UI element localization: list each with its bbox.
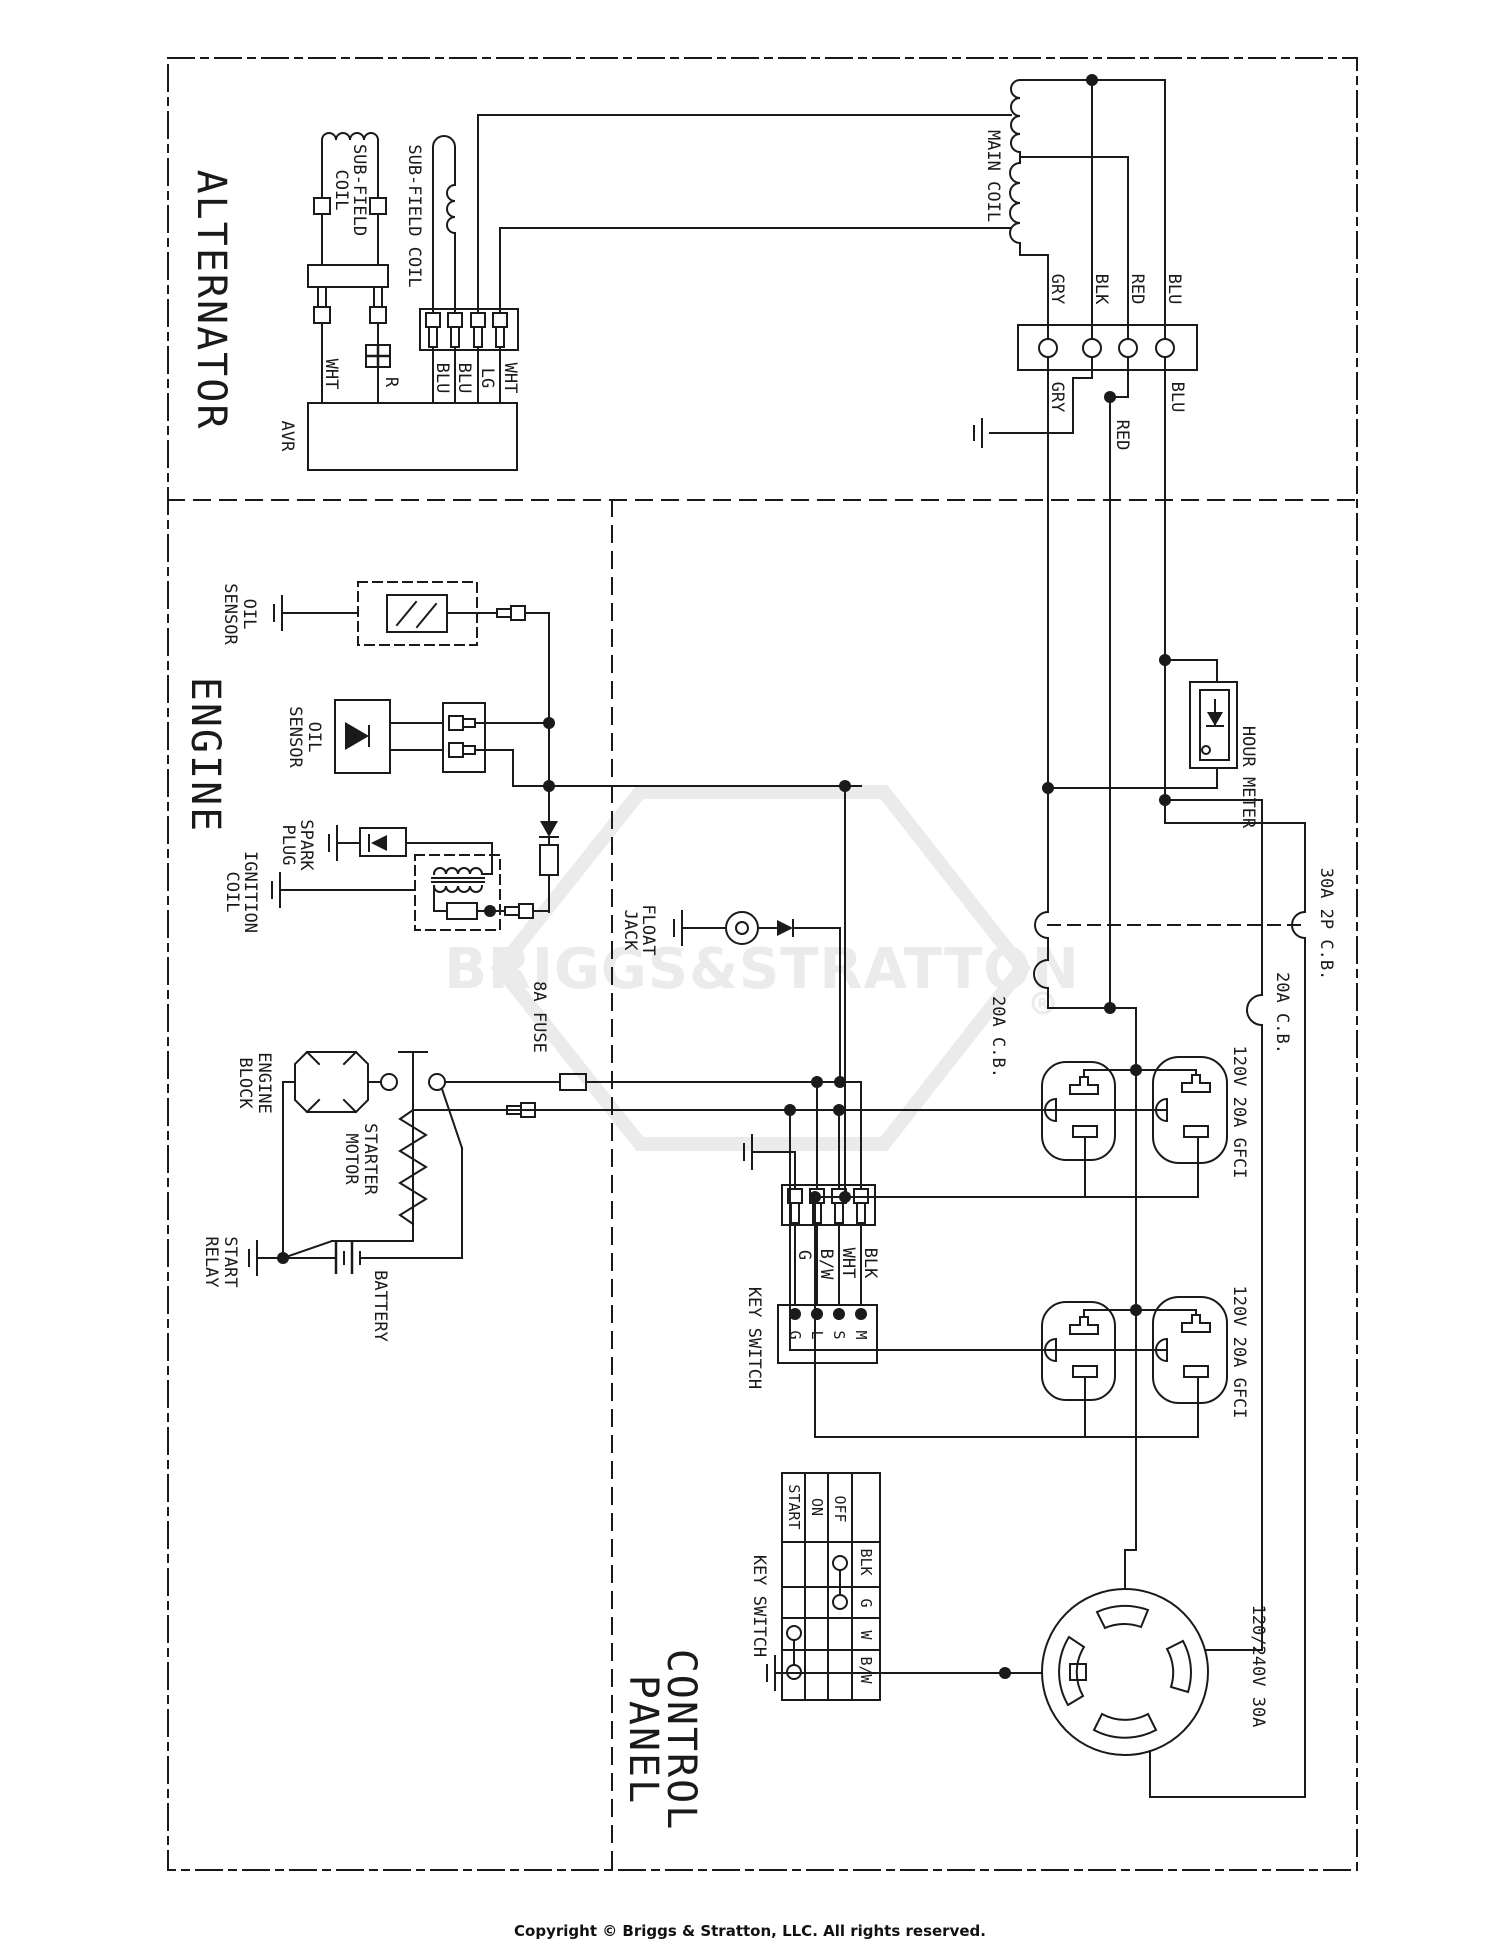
label-wire-lg: LG	[477, 368, 497, 388]
label-float-jack-a: FLOAT	[638, 904, 658, 955]
label-oil-sensor-2-b: SENSOR	[285, 706, 305, 768]
label-start-relay-a: START	[220, 1236, 240, 1287]
ignition-coil: IGNITION COIL	[222, 851, 550, 933]
label-hour-meter: HOUR METER	[1238, 726, 1258, 829]
label-oil-sensor-1-b: SENSOR	[220, 583, 240, 645]
junction-dots	[277, 74, 1171, 1679]
gfci-outlet-group-2: 120V 20A GFCI	[1041, 1285, 1249, 1438]
key-switch-table: START ON OFF BLK G W B/W KEY SWITCH	[749, 1472, 881, 1701]
label-30a-breaker: 30A 2P C.B.	[1316, 868, 1336, 981]
label-wire-blu-a: BLU	[432, 363, 452, 394]
label-gry-bottom: GRY	[1047, 382, 1067, 413]
spark-plug: SPARK PLUG	[278, 819, 493, 871]
hour-meter: HOUR METER	[1047, 659, 1258, 829]
label-terminal-g: G	[786, 1330, 804, 1339]
label-oil-sensor-1-a: OIL	[239, 599, 259, 630]
key-switch-assembly: G B/W WHT BLK G L S M KEY SWITCH	[743, 1081, 880, 1389]
label-spark-plug-a: SPARK	[296, 819, 316, 871]
label-starter-motor-b: MOTOR	[341, 1133, 361, 1185]
label-blk-top: BLK	[1091, 274, 1111, 305]
table-column-blk: BLK	[857, 1548, 875, 1575]
alternator-output-terminal-strip: GRY BLK RED BLU	[1017, 274, 1198, 371]
label-terminal-l: L	[808, 1330, 826, 1339]
section-title-control: CONTROL	[658, 1649, 704, 1832]
main-coil: MAIN COIL	[477, 78, 1166, 340]
subfield-coil-1: SUB-FIELD COIL WHT R	[307, 132, 401, 404]
twist-lock-receptacle: 120/240V 30A	[766, 1588, 1306, 1798]
label-key-wire-bw: B/W	[816, 1249, 836, 1280]
label-key-wire-blk: BLK	[860, 1248, 880, 1279]
start-relay-battery: START RELAY BATTERY	[201, 1236, 463, 1342]
copyright-text: Copyright © Briggs & Stratton, LLC. All …	[514, 1922, 986, 1940]
table-column-bw: B/W	[857, 1656, 875, 1684]
label-key-switch-1: KEY SWITCH	[744, 1287, 764, 1389]
section-title-panel: PANEL	[620, 1675, 666, 1805]
label-receptacle: 120/240V 30A	[1248, 1605, 1268, 1728]
label-red-bottom: RED	[1112, 420, 1132, 451]
label-gry-top: GRY	[1047, 274, 1067, 305]
watermark-registered-icon: R	[1037, 997, 1048, 1012]
table-position-start: START	[785, 1484, 803, 1529]
label-blu-bottom: BLU	[1167, 382, 1187, 413]
label-main-coil: MAIN COIL	[983, 130, 1003, 222]
watermark-text: BRIGGS&STRATTON	[444, 937, 1080, 1002]
section-borders	[167, 57, 1358, 1871]
label-battery: BATTERY	[370, 1270, 390, 1342]
float-jack: FLOAT JACK	[620, 904, 841, 1083]
label-subfield-coil-a-2: COIL	[331, 170, 351, 211]
label-ignition-coil-a: IGNITION	[240, 851, 260, 933]
label-20a-breaker-left: 20A C.B.	[988, 996, 1008, 1078]
label-gfci-2: 120V 20A GFCI	[1229, 1285, 1249, 1418]
oil-sensor-2: OIL SENSOR	[285, 699, 550, 787]
label-start-relay-b: RELAY	[201, 1236, 221, 1287]
label-float-jack-b: JACK	[620, 910, 640, 952]
label-terminal-s: S	[830, 1330, 848, 1339]
label-ignition-coil-b: COIL	[222, 872, 242, 913]
label-wire-wht-1: WHT	[321, 359, 341, 390]
label-8a-fuse: 8A FUSE	[529, 981, 549, 1053]
label-engine-block-a: ENGINE	[254, 1052, 274, 1113]
label-wire-blu-b: BLU	[454, 363, 474, 394]
table-position-on: ON	[808, 1498, 826, 1516]
label-oil-sensor-2-a: OIL	[304, 722, 324, 753]
panel-feed-wires	[789, 1007, 1199, 1590]
engine-block: ENGINE BLOCK	[235, 1050, 398, 1259]
label-gfci-1: 120V 20A GFCI	[1229, 1045, 1249, 1178]
circuit-breakers: 30A 2P C.B. 20A C.B. 20A C.B.	[988, 356, 1336, 1798]
table-column-g: G	[857, 1598, 875, 1607]
label-terminal-m: M	[852, 1330, 870, 1339]
label-blu-top: BLU	[1164, 274, 1184, 305]
label-subfield-coil-a-1: SUB-FIELD	[349, 144, 369, 236]
section-title-engine: ENGINE	[182, 677, 228, 834]
label-wire-wht-2: WHT	[500, 363, 520, 394]
label-engine-block-b: BLOCK	[235, 1057, 255, 1109]
label-starter-motor-a: STARTER	[360, 1123, 380, 1195]
table-column-w: W	[857, 1630, 875, 1640]
gfci-outlet-group-1: 120V 20A GFCI	[1041, 1045, 1249, 1198]
label-red-top: RED	[1127, 274, 1147, 305]
label-key-wire-wht: WHT	[838, 1248, 858, 1279]
label-subfield-coil-b: SUB-FIELD COIL	[404, 144, 424, 287]
avr-box: AVR	[277, 402, 518, 471]
label-wire-r: R	[381, 377, 401, 388]
label-avr: AVR	[277, 421, 297, 452]
avr-connector-block: BLU BLU LG WHT	[419, 114, 520, 404]
label-20a-breaker-right: 20A C.B.	[1272, 972, 1292, 1054]
subfield-coil-2: SUB-FIELD COIL	[404, 135, 457, 314]
starter-motor: STARTER MOTOR	[284, 1051, 464, 1259]
alternator-output-wires: GRY RED BLU	[973, 356, 1187, 1009]
briggs-stratton-watermark: BRIGGS&STRATTON R	[444, 785, 1080, 1151]
label-key-switch-2: KEY SWITCH	[749, 1555, 769, 1657]
section-title-alternator: ALTERNATOR	[188, 170, 234, 431]
table-position-off: OFF	[831, 1495, 849, 1522]
oil-sensor-1: OIL SENSOR	[220, 581, 550, 787]
label-key-wire-g: G	[794, 1250, 814, 1260]
label-spark-plug-b: PLUG	[278, 825, 298, 866]
